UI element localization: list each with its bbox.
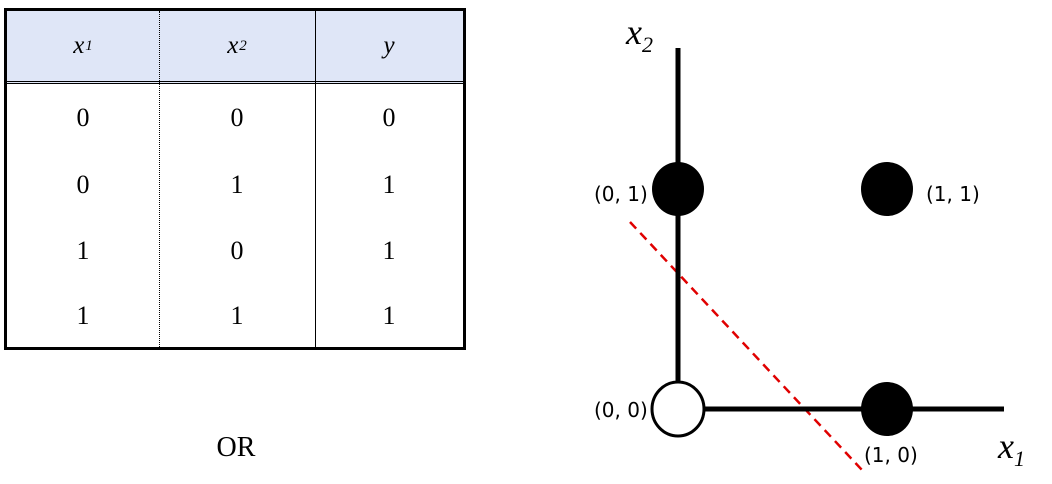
point-label-0-0: (0, 0) [594,398,648,422]
header-x1-base: x [73,32,85,59]
table-cell: 0 [382,103,396,132]
point-label-1-1: (1, 1) [926,182,980,206]
diagram-caption: OR [216,432,256,463]
table-cell: 1 [382,236,396,265]
header-x2-base: x [227,32,239,59]
table-cell: 1 [382,300,396,330]
point-1-1 [861,162,913,216]
table-cell: 0 [76,170,90,199]
table-cell: 1 [76,236,90,265]
table-cell: 1 [230,170,244,199]
table-cell: 1 [382,170,396,199]
decision-boundary-line [629,221,863,471]
header-x2-sub: 2 [239,37,247,54]
header-y-base: y [383,32,395,59]
header-x1-sub: 1 [85,37,93,54]
point-label-1-0: (1, 0) [864,443,918,467]
header-y: y [315,11,463,81]
column-divider [159,11,160,347]
point-label-0-1: (0, 1) [594,182,648,206]
x1-axis-label: x1 [997,426,1025,471]
column-divider [315,11,316,347]
table-cell: 0 [230,236,244,265]
point-0-1 [652,162,704,216]
table-cell: 0 [76,103,90,132]
x2-axis-label: x2 [625,12,653,57]
table-cell: 1 [76,300,90,330]
table-cell: 0 [230,103,244,132]
point-0-0 [650,380,706,438]
table-cell: 1 [230,300,244,330]
point-1-0 [861,382,913,436]
or-plot: x2 x1 (0, 0) (0, 1) (1, 0) (1, 1) [594,12,1025,471]
